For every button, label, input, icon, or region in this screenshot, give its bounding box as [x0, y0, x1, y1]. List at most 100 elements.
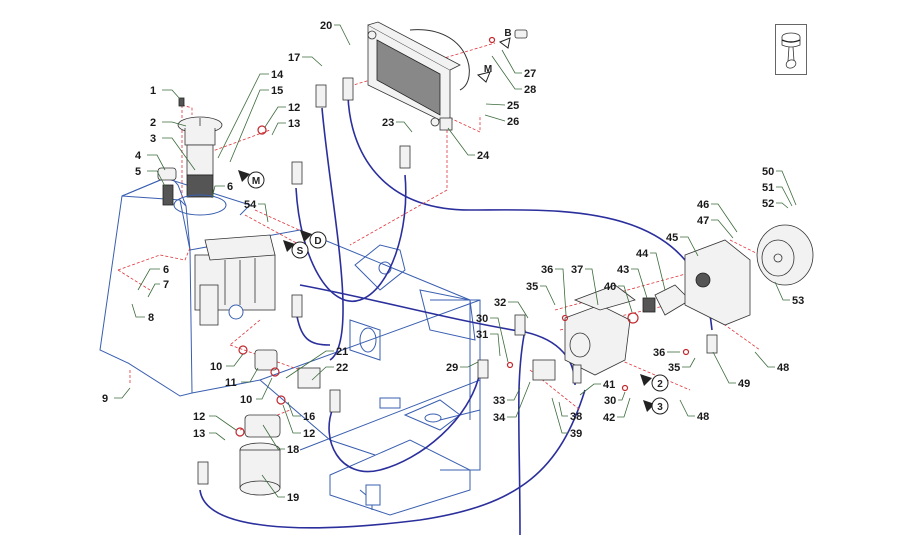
callout-12-lower-right: 12 [282, 404, 315, 440]
hose-cooler-to-motor [347, 95, 713, 331]
callout-10-upper: 10 [210, 353, 244, 373]
machine-frame [99, 175, 481, 516]
svg-text:50: 50 [762, 166, 774, 178]
svg-text:6: 6 [163, 264, 169, 276]
svg-text:7: 7 [163, 279, 169, 291]
svg-text:4: 4 [135, 150, 142, 162]
callout-46: 46 [697, 199, 738, 233]
svg-text:25: 25 [507, 100, 519, 112]
port-marker-3: 3 [643, 397, 669, 415]
callout-6-top: 6 [211, 181, 233, 199]
svg-text:2: 2 [150, 117, 156, 129]
callout-51: 51 [762, 182, 793, 207]
svg-text:2: 2 [657, 379, 663, 390]
electric-motor [756, 224, 814, 286]
callout-8: 8 [131, 303, 154, 324]
svg-text:27: 27 [524, 68, 536, 80]
svg-text:33: 33 [493, 395, 505, 407]
svg-text:1: 1 [150, 85, 156, 97]
callout-41: 41 [579, 379, 615, 396]
svg-text:15: 15 [271, 85, 283, 97]
svg-text:40: 40 [604, 281, 616, 293]
callout-54: 54 [244, 199, 269, 223]
svg-text:11: 11 [225, 377, 237, 389]
callout-3: 3 [150, 133, 196, 171]
svg-text:10: 10 [210, 361, 222, 373]
callouts: 1 2 3 4 5 6 6 7 8 9 10 10 11 12 12 12 13… [102, 20, 804, 504]
callout-17: 17 [288, 52, 323, 67]
callout-24: 24 [447, 127, 490, 162]
svg-text:49: 49 [738, 378, 750, 390]
callout-7: 7 [147, 279, 169, 298]
svg-text:19: 19 [287, 492, 299, 504]
svg-text:B: B [504, 28, 511, 39]
callout-13-top: 13 [271, 118, 300, 136]
callout-39: 39 [551, 397, 582, 440]
bellhousing [684, 239, 751, 326]
svg-text:32: 32 [494, 297, 506, 309]
callout-11: 11 [225, 367, 259, 389]
svg-text:41: 41 [603, 379, 615, 391]
svg-text:6: 6 [227, 181, 233, 193]
svg-text:18: 18 [287, 444, 299, 456]
callout-2: 2 [150, 117, 187, 129]
svg-text:35: 35 [668, 362, 680, 374]
hose-cooler-return [321, 107, 344, 361]
piston-legend-box[interactable] [775, 24, 807, 75]
callout-37: 37 [571, 264, 599, 306]
callout-15: 15 [229, 85, 283, 163]
components [157, 21, 814, 496]
svg-text:28: 28 [524, 84, 536, 96]
callout-29: 29 [446, 361, 479, 374]
callout-48-lower: 48 [679, 399, 709, 423]
svg-text:44: 44 [636, 248, 649, 260]
callout-18: 18 [262, 424, 299, 456]
callout-36-right: 36 [653, 347, 680, 359]
svg-text:52: 52 [762, 198, 774, 210]
svg-text:24: 24 [477, 150, 490, 162]
svg-text:30: 30 [476, 313, 488, 325]
callout-16: 16 [287, 401, 315, 423]
callout-35-left: 35 [526, 281, 556, 306]
callout-49: 49 [712, 351, 750, 390]
svg-text:8: 8 [148, 312, 154, 324]
svg-text:30: 30 [604, 395, 616, 407]
callout-30-left: 30 [476, 313, 509, 363]
svg-text:21: 21 [336, 346, 348, 358]
callout-12-top: 12 [264, 102, 300, 128]
svg-text:48: 48 [697, 411, 709, 423]
svg-text:17: 17 [288, 52, 300, 64]
svg-text:3: 3 [657, 402, 663, 413]
callout-6-side: 6 [137, 264, 169, 291]
callout-36-left: 36 [541, 264, 567, 316]
callout-26: 26 [484, 114, 519, 128]
oil-cooler [367, 21, 470, 131]
callout-19: 19 [261, 474, 299, 504]
callout-28: 28 [491, 55, 536, 96]
port-marker-d: D [300, 230, 327, 249]
svg-text:16: 16 [303, 411, 315, 423]
svg-text:13: 13 [193, 428, 205, 440]
callout-20: 20 [320, 20, 351, 46]
hydraulic-pump [564, 284, 691, 376]
callout-34: 34 [493, 381, 531, 424]
hose-filter-return [199, 389, 586, 529]
callout-53: 53 [774, 281, 804, 307]
svg-text:43: 43 [617, 264, 629, 276]
svg-text:M: M [252, 176, 260, 187]
spin-on-filter [239, 442, 281, 496]
svg-text:53: 53 [792, 295, 804, 307]
callout-43: 43 [617, 264, 648, 299]
hose-29 [328, 371, 481, 473]
callout-33: 33 [493, 387, 521, 407]
callout-10-lower: 10 [240, 377, 273, 406]
svg-text:51: 51 [762, 182, 774, 194]
svg-text:34: 34 [493, 412, 506, 424]
callout-5: 5 [135, 166, 167, 189]
svg-text:37: 37 [571, 264, 583, 276]
callout-4: 4 [135, 150, 166, 171]
svg-text:12: 12 [193, 411, 205, 423]
callout-30-right: 30 [604, 391, 626, 407]
port-marker-s: S [283, 240, 309, 259]
svg-text:36: 36 [653, 347, 665, 359]
